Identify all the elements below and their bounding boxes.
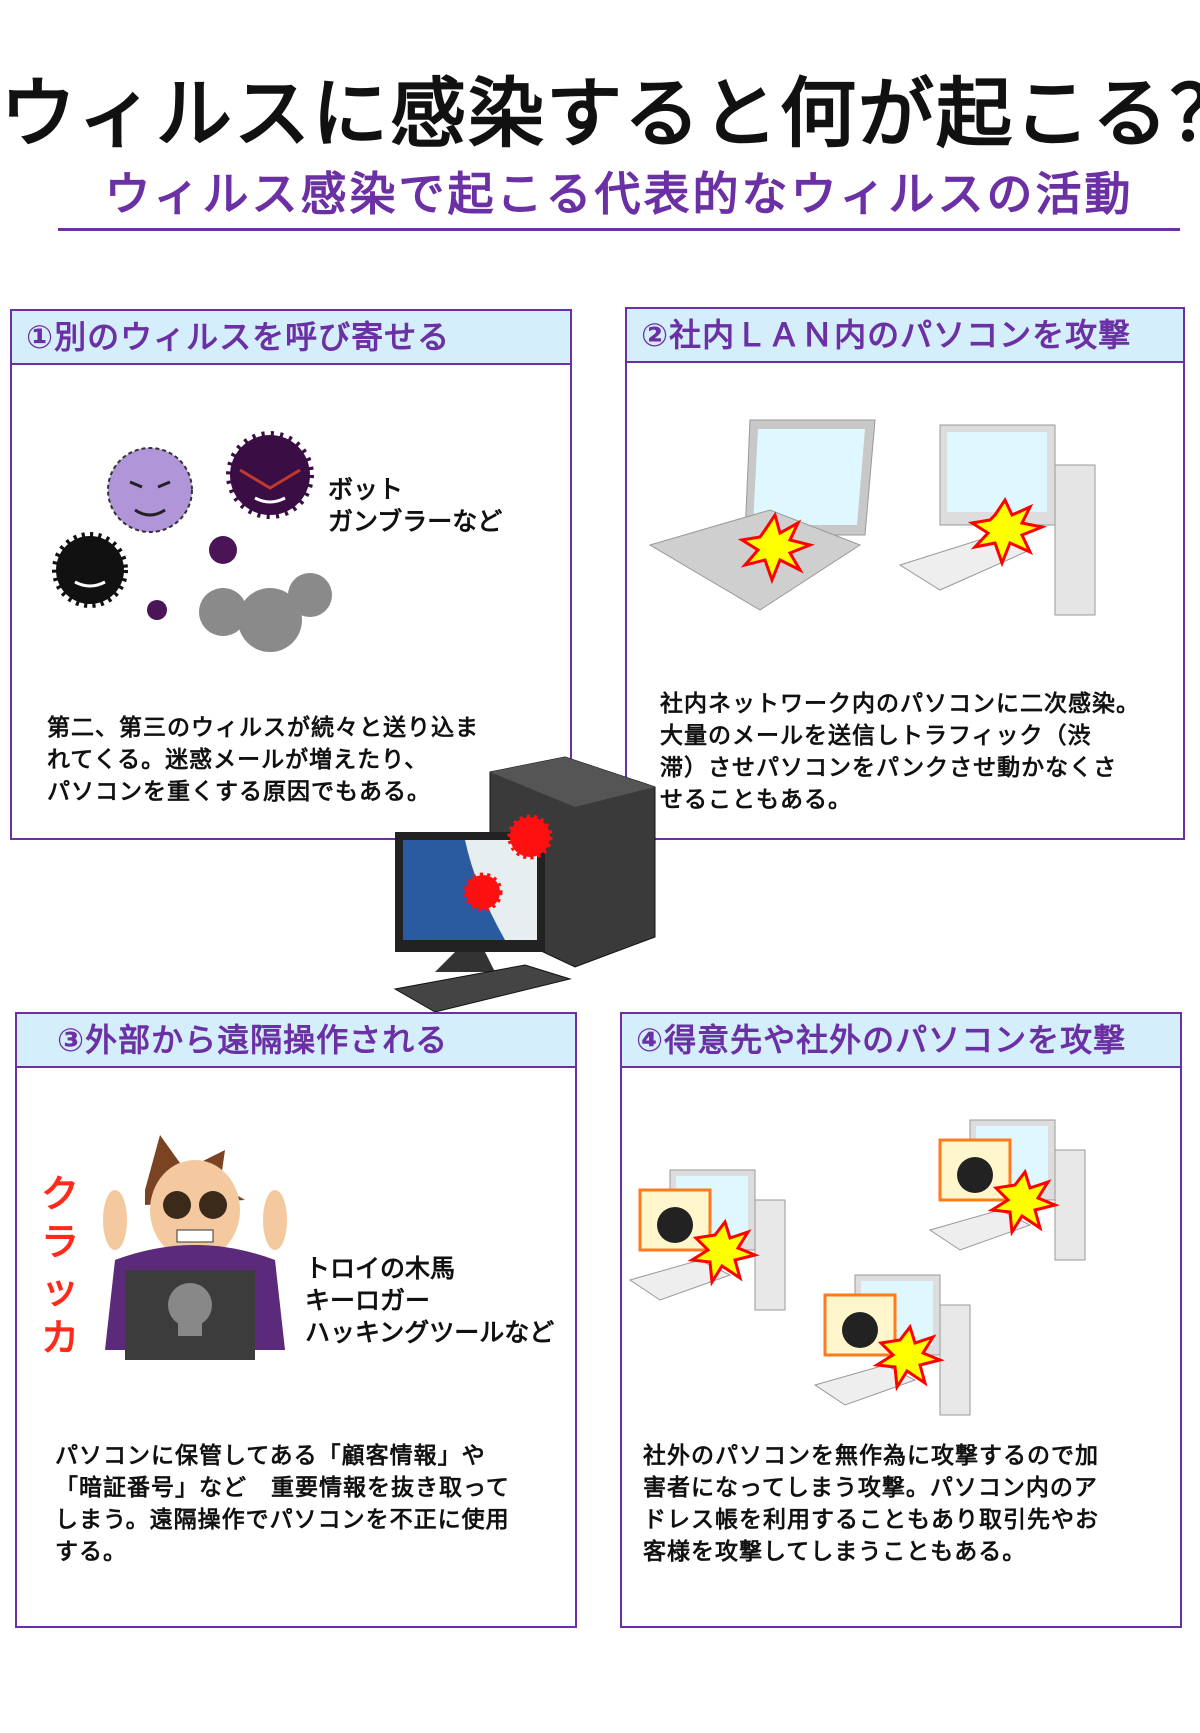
malware-label: トロイの木馬	[305, 1254, 456, 1283]
virus-icon	[199, 573, 332, 652]
cracker-illustration	[103, 1135, 287, 1360]
text-line: 滞）させパソコンをパンクさせ動かなくさ	[660, 755, 1118, 781]
text-line: 社内ネットワーク内のパソコンに二次感染。	[660, 691, 1140, 717]
panel-1-header: ①別のウィルスを呼び寄せる	[12, 311, 570, 365]
infected-computer-illustration	[393, 756, 656, 1013]
panel-2-text: 社内ネットワーク内のパソコンに二次感染。 大量のメールを送信しトラフィック（渋 …	[660, 688, 1140, 816]
virus-icon	[52, 532, 128, 608]
text-line: パソコンを重くする原因でもある。	[47, 779, 431, 805]
pc-bomb-icon	[628, 1168, 787, 1312]
virus-group-illustration	[52, 431, 332, 652]
virus-label: ボット	[328, 475, 404, 504]
page-title: ウィルスに感染すると何が起こる？	[0, 69, 1200, 158]
text-line: する。	[55, 1539, 127, 1565]
panel-4-text: 社外のパソコンを無作為に攻撃するので加 害者になってしまう攻撃。パソコン内のア …	[643, 1440, 1099, 1568]
text-line: せることもある。	[660, 787, 852, 813]
page-subtitle: ウィルス感染で起こる代表的なウィルスの活動	[58, 158, 1180, 231]
explosion-icon	[967, 496, 1048, 568]
panel-2-header: ②社内ＬＡＮ内のパソコンを攻撃	[627, 309, 1183, 363]
panel-3-text: パソコンに保管してある「顧客情報」や 「暗証番号」など 重要情報を抜き取って し…	[55, 1440, 510, 1568]
text-line: パソコンに保管してある「顧客情報」や	[55, 1443, 486, 1469]
laptop-icon	[648, 419, 876, 611]
text-line: 害者になってしまう攻撃。パソコン内のア	[643, 1475, 1098, 1501]
panel-1-text: 第二、第三のウィルスが続々と送り込ま れてくる。迷惑メールが増えたり、 パソコン…	[47, 712, 479, 808]
panel-3-header: ③外部から遠隔操作される	[17, 1014, 575, 1068]
attacked-pcs-illustration	[628, 1118, 1087, 1417]
text-line: れてくる。迷惑メールが増えたり、	[47, 747, 429, 773]
malware-label: ハッキングツールなど	[305, 1318, 555, 1347]
virus-icon	[507, 814, 553, 860]
infected-pcs-illustration	[648, 419, 1096, 616]
text-line: 社外のパソコンを無作為に攻撃するので加	[643, 1443, 1099, 1469]
pc-bomb-icon	[928, 1118, 1087, 1262]
virus-label: ガンブラーなど	[328, 507, 503, 536]
text-line: ドレス帳を利用することもあり取引先やお	[643, 1507, 1099, 1533]
text-line: 客様を攻撃してしまうこともある。	[643, 1539, 1027, 1565]
text-line: 大量のメールを送信しトラフィック（渋	[660, 723, 1092, 749]
virus-icon	[147, 536, 237, 620]
explosion-icon	[737, 511, 815, 585]
malware-label: キーロガー	[305, 1286, 431, 1315]
virus-icon	[226, 431, 314, 519]
text-line: 第二、第三のウィルスが続々と送り込ま	[47, 715, 479, 741]
text-line: 「暗証番号」など 重要情報を抜き取って	[55, 1475, 510, 1501]
cracker-label: クラッカ	[40, 1172, 79, 1360]
panel-4-header: ④得意先や社外のパソコンを攻撃	[622, 1014, 1180, 1068]
panel-4: ④得意先や社外のパソコンを攻撃	[620, 1012, 1182, 1628]
virus-icon	[107, 447, 193, 533]
virus-icon	[463, 872, 503, 912]
text-line: しまう。遠隔操作でパソコンを不正に使用	[55, 1507, 510, 1533]
pc-bomb-icon	[813, 1273, 972, 1417]
